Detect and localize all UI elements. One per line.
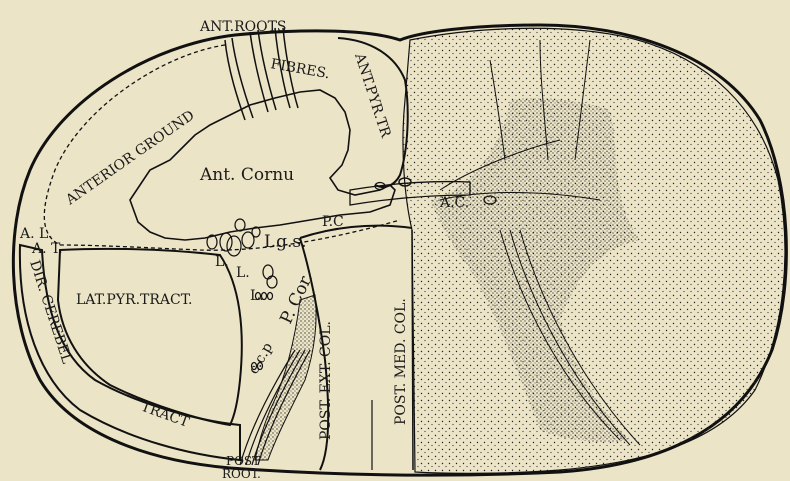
label-anterior-ground: ANTERIOR GROUND [62,107,197,208]
label-i-g-s: I.g.s. [264,232,307,252]
label-p-c: P.C [322,214,344,230]
lat-pyr-tract-outline [58,249,242,425]
label-post-root-2: ROOT. [222,467,261,481]
label-a-t: A. T. [31,241,63,257]
label-c-c-p: c.c.p [246,340,277,377]
label-post-med-col: POST. MED. COL. [393,298,409,425]
label-l-3: L. [250,288,264,304]
anterior-ground-dashed [44,45,400,250]
label-ant-cornu: Ant. Cornu [199,165,294,185]
label-l-2: L. [236,265,250,281]
label-post-ext-col: POST. EXT. COL. [318,321,334,440]
label-post-root-1: POST [226,454,260,468]
dir-cerebel-band [20,245,240,460]
label-lat-pyr-tract: LAT.PYR.TRACT. [76,292,192,308]
label-tract: TRACT [139,399,192,431]
label-ant-pyr-tr: ANT.PYR.TR [351,50,394,140]
label-l-1: L. [215,254,229,270]
label-a-l: A. L. [19,226,53,242]
label-ant-roots: ANT.ROOTS [199,19,287,35]
label-fibres: FIBRES. [269,56,331,82]
label-dir-cerebel: DIR. CEREBEL [26,258,74,365]
posterior-septum [412,230,413,470]
label-a-c: A.C. [439,195,469,211]
